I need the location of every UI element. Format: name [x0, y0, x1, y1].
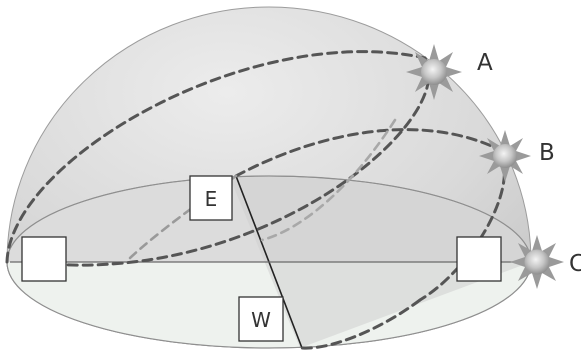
west-marker: W	[238, 296, 284, 342]
sun-path-b-front	[300, 298, 422, 350]
sun-label-c: C	[569, 251, 581, 277]
sun-icon-a	[406, 44, 462, 100]
east-label: E	[205, 187, 218, 211]
sun-path-a	[5, 50, 431, 267]
north-marker	[21, 236, 67, 282]
sun-label-b: B	[539, 140, 555, 166]
south-marker	[456, 236, 502, 282]
west-label: W	[251, 308, 271, 332]
sun-label-a: A	[477, 50, 493, 76]
sun-path-a-back	[260, 118, 397, 242]
east-marker: E	[189, 175, 233, 221]
sun-icon-b	[479, 130, 531, 182]
sun-path-b-back	[128, 174, 238, 260]
sun-icon-c	[510, 235, 564, 289]
